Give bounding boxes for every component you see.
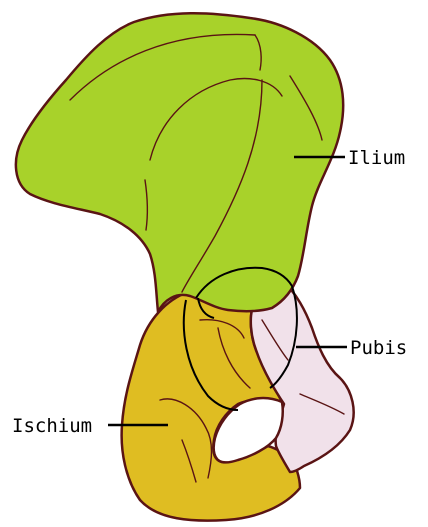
ischium-label: Ischium [12,415,92,437]
ilium-region [16,13,343,312]
ilium-label: Ilium [348,147,405,169]
pubis-label: Pubis [350,337,407,359]
